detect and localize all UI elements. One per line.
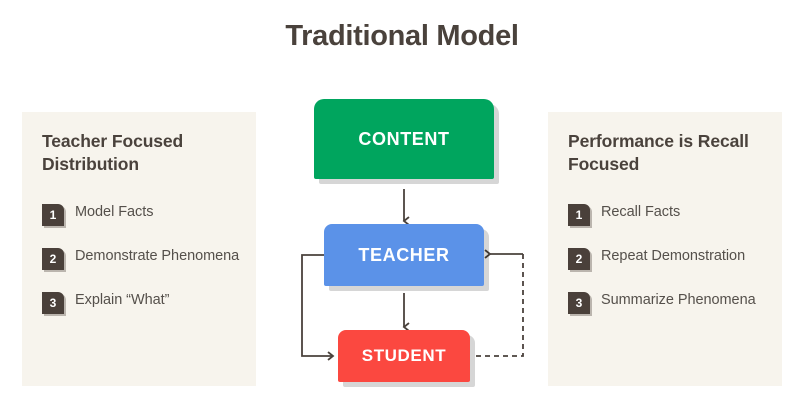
list-item: 2 Repeat Demonstration [568,246,770,270]
list-item-label: Summarize Phenomena [601,292,756,308]
left-panel-title: Teacher Focused Distribution [42,131,184,175]
number-badge: 2 [568,248,590,270]
right-panel: Performance is Recall Focused 1 Recall F… [548,112,782,386]
list-item-label: Model Facts [75,204,154,220]
right-panel-list: 1 Recall Facts 2 Repeat Demonstration 3 … [568,202,770,334]
number-badge: 3 [42,292,64,314]
node-student[interactable]: STUDENT [338,330,470,382]
number-badge: 3 [568,292,590,314]
number-badge: 1 [42,204,64,226]
left-panel: Teacher Focused Distribution 1 Model Fac… [22,112,256,386]
list-item: 2 Demonstrate Phenomena [42,246,244,270]
list-item-label: Explain “What” [75,292,170,308]
node-teacher[interactable]: TEACHER [324,224,484,286]
list-item: 3 Summarize Phenomena [568,290,770,314]
left-panel-list: 1 Model Facts 2 Demonstrate Phenomena 3 … [42,202,244,334]
right-panel-title: Performance is Recall Focused [568,131,749,175]
list-item-label: Demonstrate Phenomena [75,248,240,264]
number-badge: 1 [568,204,590,226]
list-item: 3 Explain “What” [42,290,244,314]
node-content[interactable]: CONTENT [314,99,494,179]
list-item: 1 Recall Facts [568,202,770,226]
page-title: Traditional Model [285,20,519,52]
list-item: 1 Model Facts [42,202,244,226]
list-item-label: Recall Facts [601,204,681,220]
list-item-label: Repeat Demonstration [601,248,746,264]
number-badge: 2 [42,248,64,270]
